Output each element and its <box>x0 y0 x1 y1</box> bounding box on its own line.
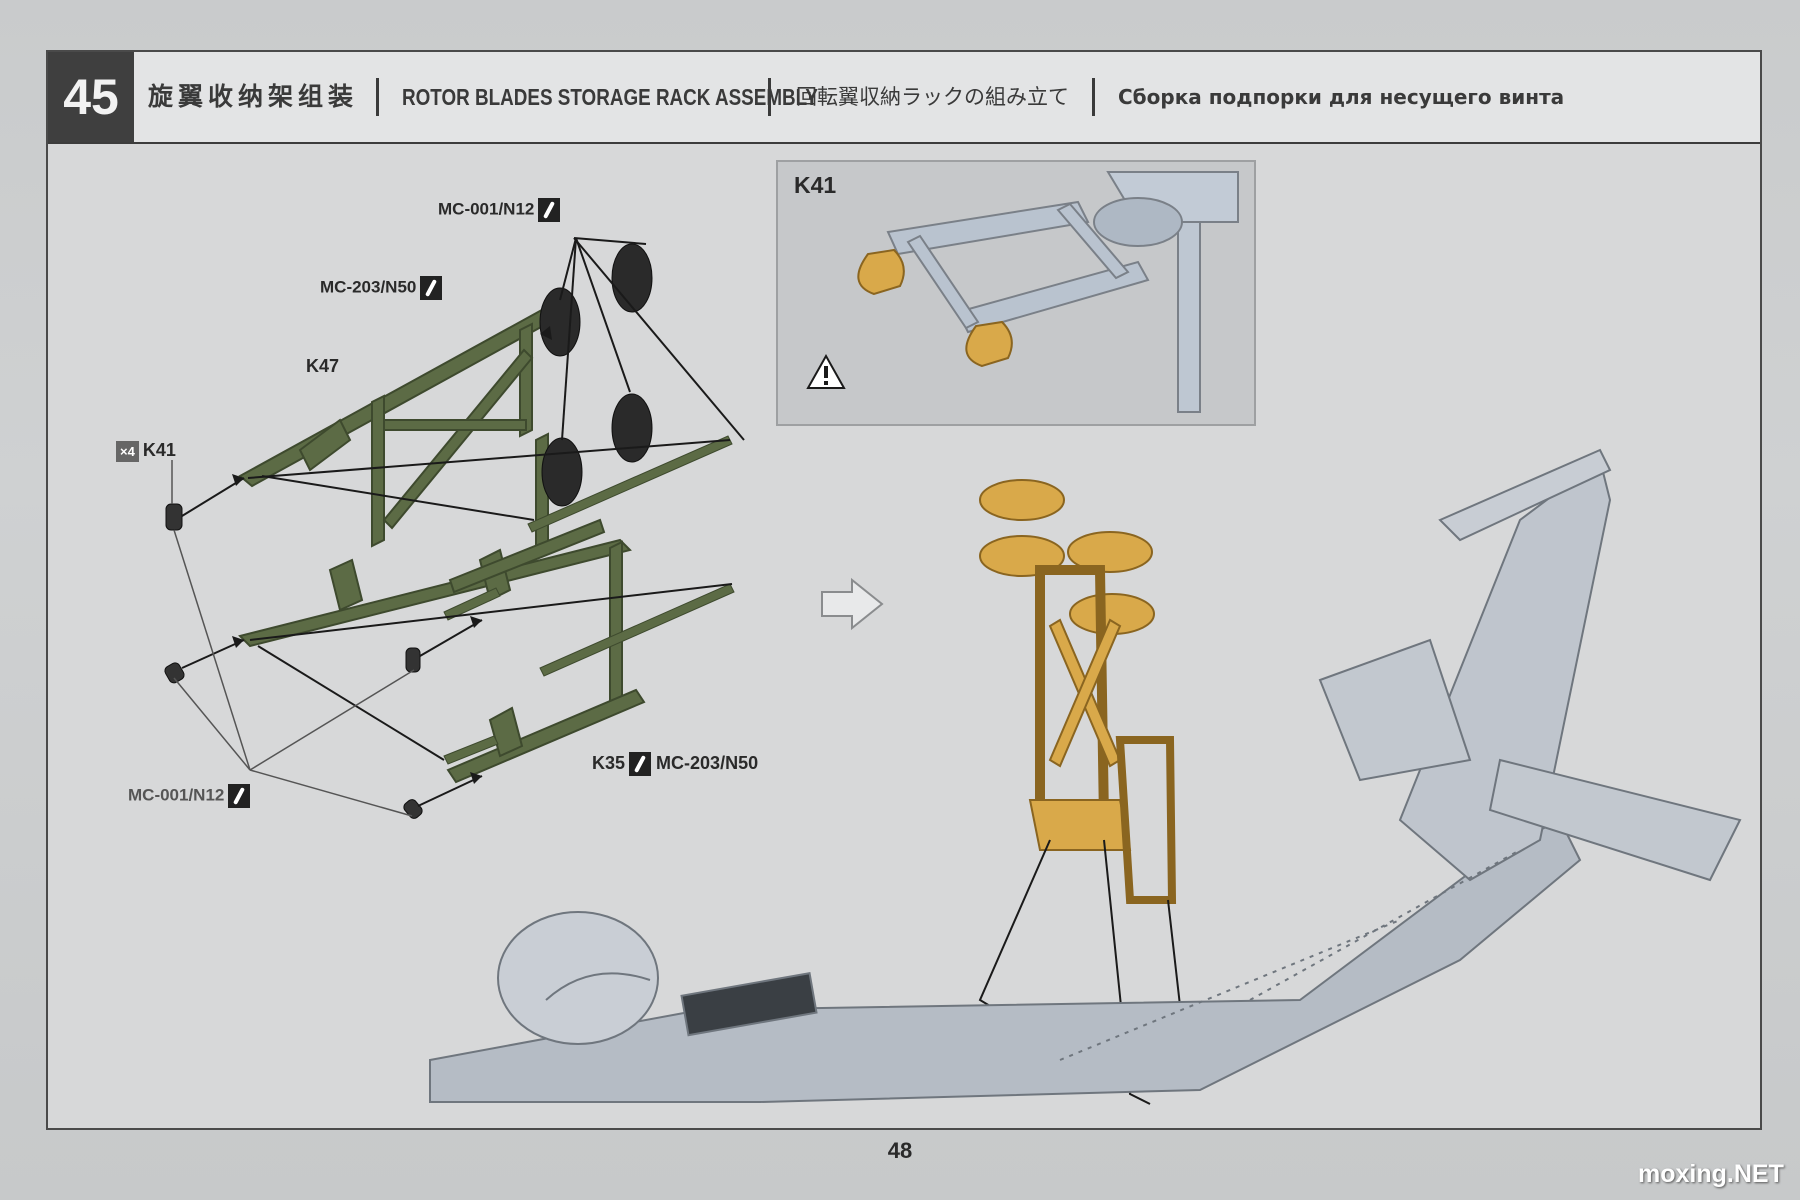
step-header: 45 旋翼收纳架组装 ROTOR BLADES STORAGE RACK ASS… <box>48 52 1760 144</box>
helicopter-fuselage <box>429 448 1742 1103</box>
arrowheads <box>232 326 552 784</box>
k41-pads <box>164 503 423 819</box>
title-chinese: 旋翼收纳架组装 <box>148 82 359 111</box>
page-number: 48 <box>887 1138 913 1163</box>
arrow-right-icon <box>821 577 884 631</box>
title-english: ROTOR BLADES STORAGE RACK ASSEMBLY <box>402 84 819 110</box>
assembly-guide-lines <box>181 237 745 807</box>
paint-callout-upper: MC-203/N50 <box>320 276 443 300</box>
paint-callout-bottom: MC-001/N12 <box>128 784 251 808</box>
part-label-k47: K47 <box>306 356 340 376</box>
rack-rods <box>443 435 735 765</box>
inset-drawing <box>806 171 1239 413</box>
part-id: K41 <box>142 440 176 460</box>
paintbrush-icon <box>228 784 251 808</box>
step-number: 45 <box>48 52 134 142</box>
tan-rack-assembled <box>979 479 1177 904</box>
detail-inset: K41 <box>776 160 1256 426</box>
paint-callout-top: MC-001/N12 <box>438 198 561 222</box>
rotor-saddles <box>539 243 653 507</box>
k41-pad-detail <box>857 248 1013 368</box>
title-russian: Сборка подпорки для несущего винта <box>1118 85 1565 109</box>
header-divider <box>768 78 771 116</box>
green-rack <box>238 298 646 784</box>
paintbrush-icon <box>538 198 561 222</box>
paintbrush-icon <box>629 752 652 776</box>
part-label-k35: K35 MC-203/N50 <box>592 752 758 776</box>
paint-code: MC-203/N50 <box>320 277 417 297</box>
header-divider <box>376 78 379 116</box>
watermark: moxing.NET <box>1638 1160 1784 1188</box>
part-id: K35 <box>592 752 626 773</box>
paint-code: MC-001/N12 <box>438 199 535 219</box>
leader-lines <box>171 460 415 817</box>
header-divider <box>1092 78 1095 116</box>
paint-code: MC-203/N50 <box>656 752 759 773</box>
paint-code: MC-001/N12 <box>128 785 225 805</box>
warning-triangle-icon <box>806 353 846 389</box>
quantity-badge: ×4 <box>116 440 139 462</box>
inset-part-label: K41 <box>794 172 837 198</box>
title-japanese: 回転翼収納ラックの組み立て <box>796 85 1069 109</box>
paintbrush-icon <box>420 276 443 300</box>
